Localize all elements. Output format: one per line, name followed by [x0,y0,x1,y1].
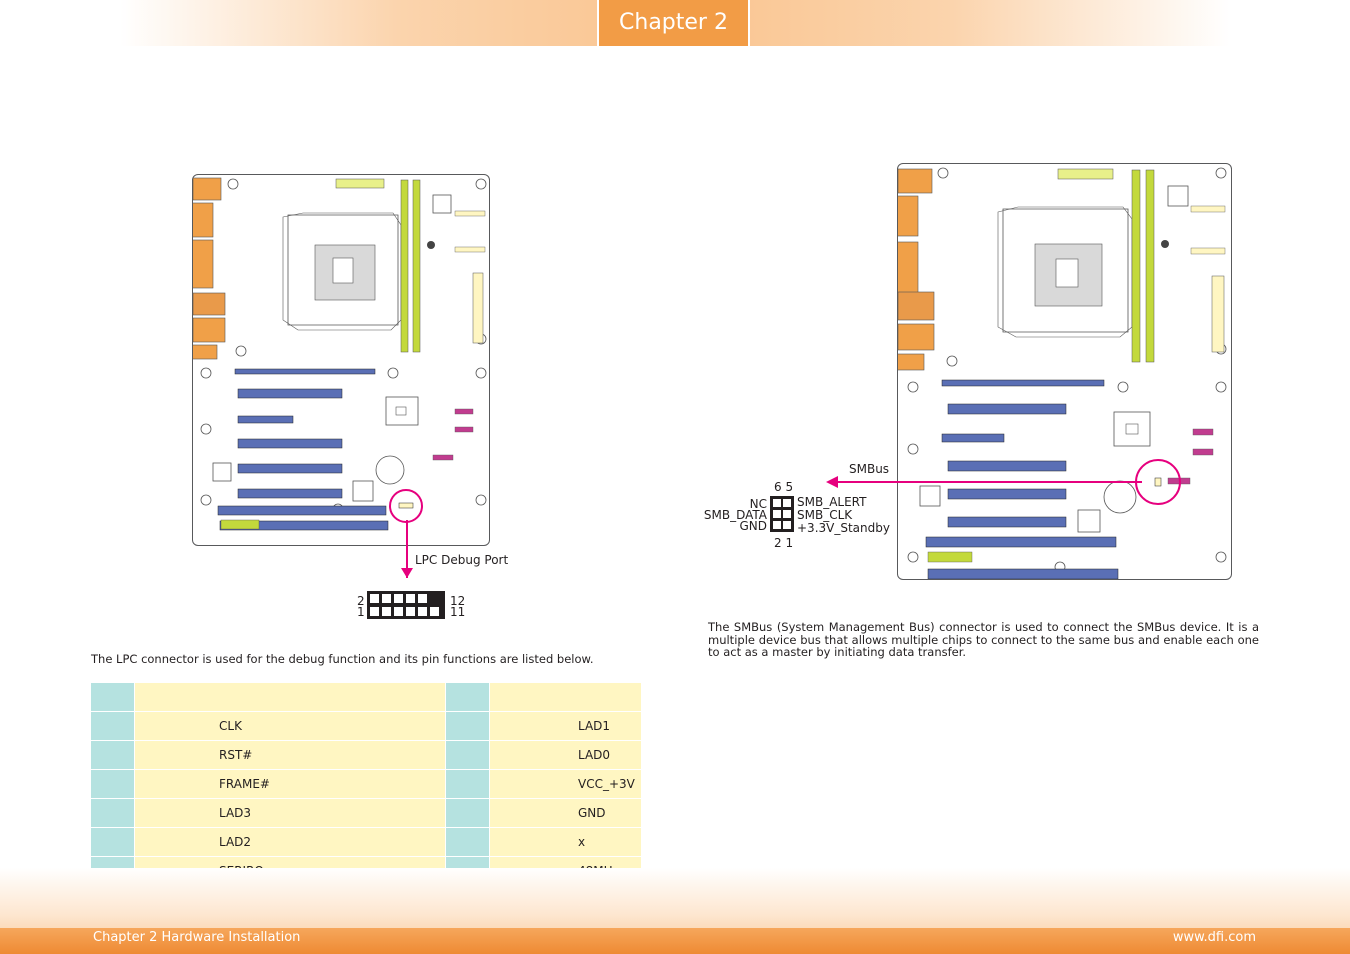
table-header-row [90,682,642,712]
table-cell: FRAME# [134,769,446,799]
table-row: LAD2 x [90,827,642,857]
lpc-callout-arrow [401,520,413,578]
smbus-connector-pins [770,496,794,532]
smbus-label-nc: NC [749,497,767,511]
table-cell [445,769,490,799]
table-cell [90,682,135,712]
smbus-callout-label: SMBus [849,462,890,476]
table-cell: CLK [134,711,446,741]
table-row: FRAME# VCC_+3V [90,769,642,799]
table-cell: GND [489,798,642,828]
table-cell [489,682,642,712]
motherboard-diagram-smbus [889,163,1232,580]
lpc-pin-bottom-right: 11 [450,605,466,619]
table-cell [445,711,490,741]
table-cell [445,740,490,770]
lpc-description: The LPC connector is used for the debug … [91,652,594,666]
smbus-pin-numbers-top: 6 5 [774,480,794,494]
footer-chapter-title: Chapter 2 Hardware Installation [93,930,301,945]
lpc-pin-table: CLK LAD1 RST# LAD0 FRAME# VCC_+3V LAD3 G… [90,682,642,886]
motherboard-diagram-lpc [186,174,490,546]
table-cell [90,798,135,828]
table-row: CLK LAD1 [90,711,642,741]
table-cell [445,682,490,712]
table-cell [90,740,135,770]
table-cell: LAD2 [134,827,446,857]
table-cell: LAD3 [134,798,446,828]
lpc-pin-bottom-left: 1 [357,605,365,619]
table-row: LAD3 GND [90,798,642,828]
smbus-callout-arrow [826,476,1142,488]
smbus-label-smb-data: SMB_DATA [703,508,767,522]
lpc-connector-pins [367,591,445,619]
table-cell [134,682,446,712]
smbus-description: The SMBus (System Management Bus) connec… [708,620,1259,659]
chapter-tab: Chapter 2 [597,0,750,46]
board-drawing [889,167,1227,580]
board-drawing [186,177,487,531]
table-cell [445,827,490,857]
table-cell: VCC_+3V [489,769,642,799]
table-row: RST# LAD0 [90,740,642,770]
footer-bar [0,928,1350,954]
smbus-pin-numbers-bottom: 2 1 [774,536,794,550]
table-cell [90,827,135,857]
lpc-callout-label: LPC Debug Port [415,553,509,567]
table-cell: x [489,827,642,857]
table-cell [445,798,490,828]
lpc-pin-top-left: 2 [357,594,365,608]
footer-website: www.dfi.com [1172,930,1256,945]
table-cell: RST# [134,740,446,770]
table-cell: LAD0 [489,740,642,770]
lpc-pin-top-right: 12 [450,594,466,608]
smbus-label-smb-clk: SMB_CLK [797,508,853,522]
table-cell [90,711,135,741]
smbus-label-smb-alert: SMB_ALERT [797,495,867,509]
smbus-label-gnd: GND [739,519,767,533]
table-cell [90,769,135,799]
table-cell: LAD1 [489,711,642,741]
smbus-label-standby: +3.3V_Standby [797,521,890,535]
